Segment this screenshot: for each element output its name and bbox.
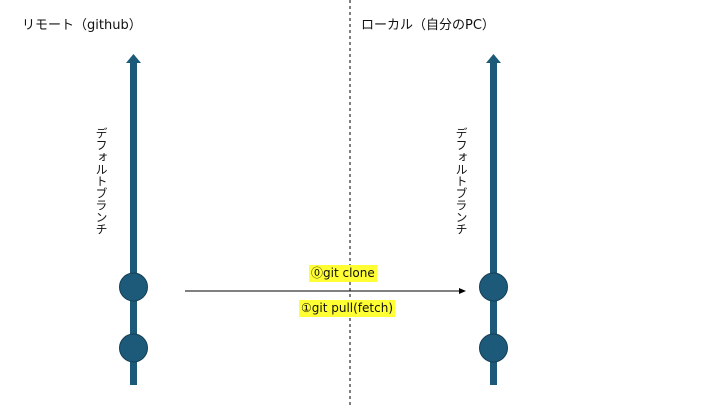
local-branch-label: デフォルトブランチ	[454, 127, 468, 235]
local-title: ローカル（自分のPC）	[361, 18, 495, 33]
local-branch-line	[490, 62, 497, 385]
remote-branch	[119, 54, 148, 385]
local-commit-node-1	[479, 272, 508, 302]
local-branch	[479, 54, 508, 385]
transfer-arrow-right-icon	[185, 288, 466, 294]
git-pull-label: ①git pull(fetch)	[299, 300, 395, 317]
remote-branch-arrow-up-icon	[126, 54, 141, 63]
local-branch-arrow-up-icon	[486, 54, 501, 63]
remote-branch-line	[130, 62, 137, 385]
remote-title: リモート（github）	[22, 18, 142, 33]
remote-commit-node-1	[119, 272, 148, 302]
local-commit-node-2	[479, 333, 508, 363]
git-clone-label: ⓪git clone	[309, 265, 377, 282]
remote-branch-label: デフォルトブランチ	[94, 127, 108, 235]
remote-commit-node-2	[119, 333, 148, 363]
